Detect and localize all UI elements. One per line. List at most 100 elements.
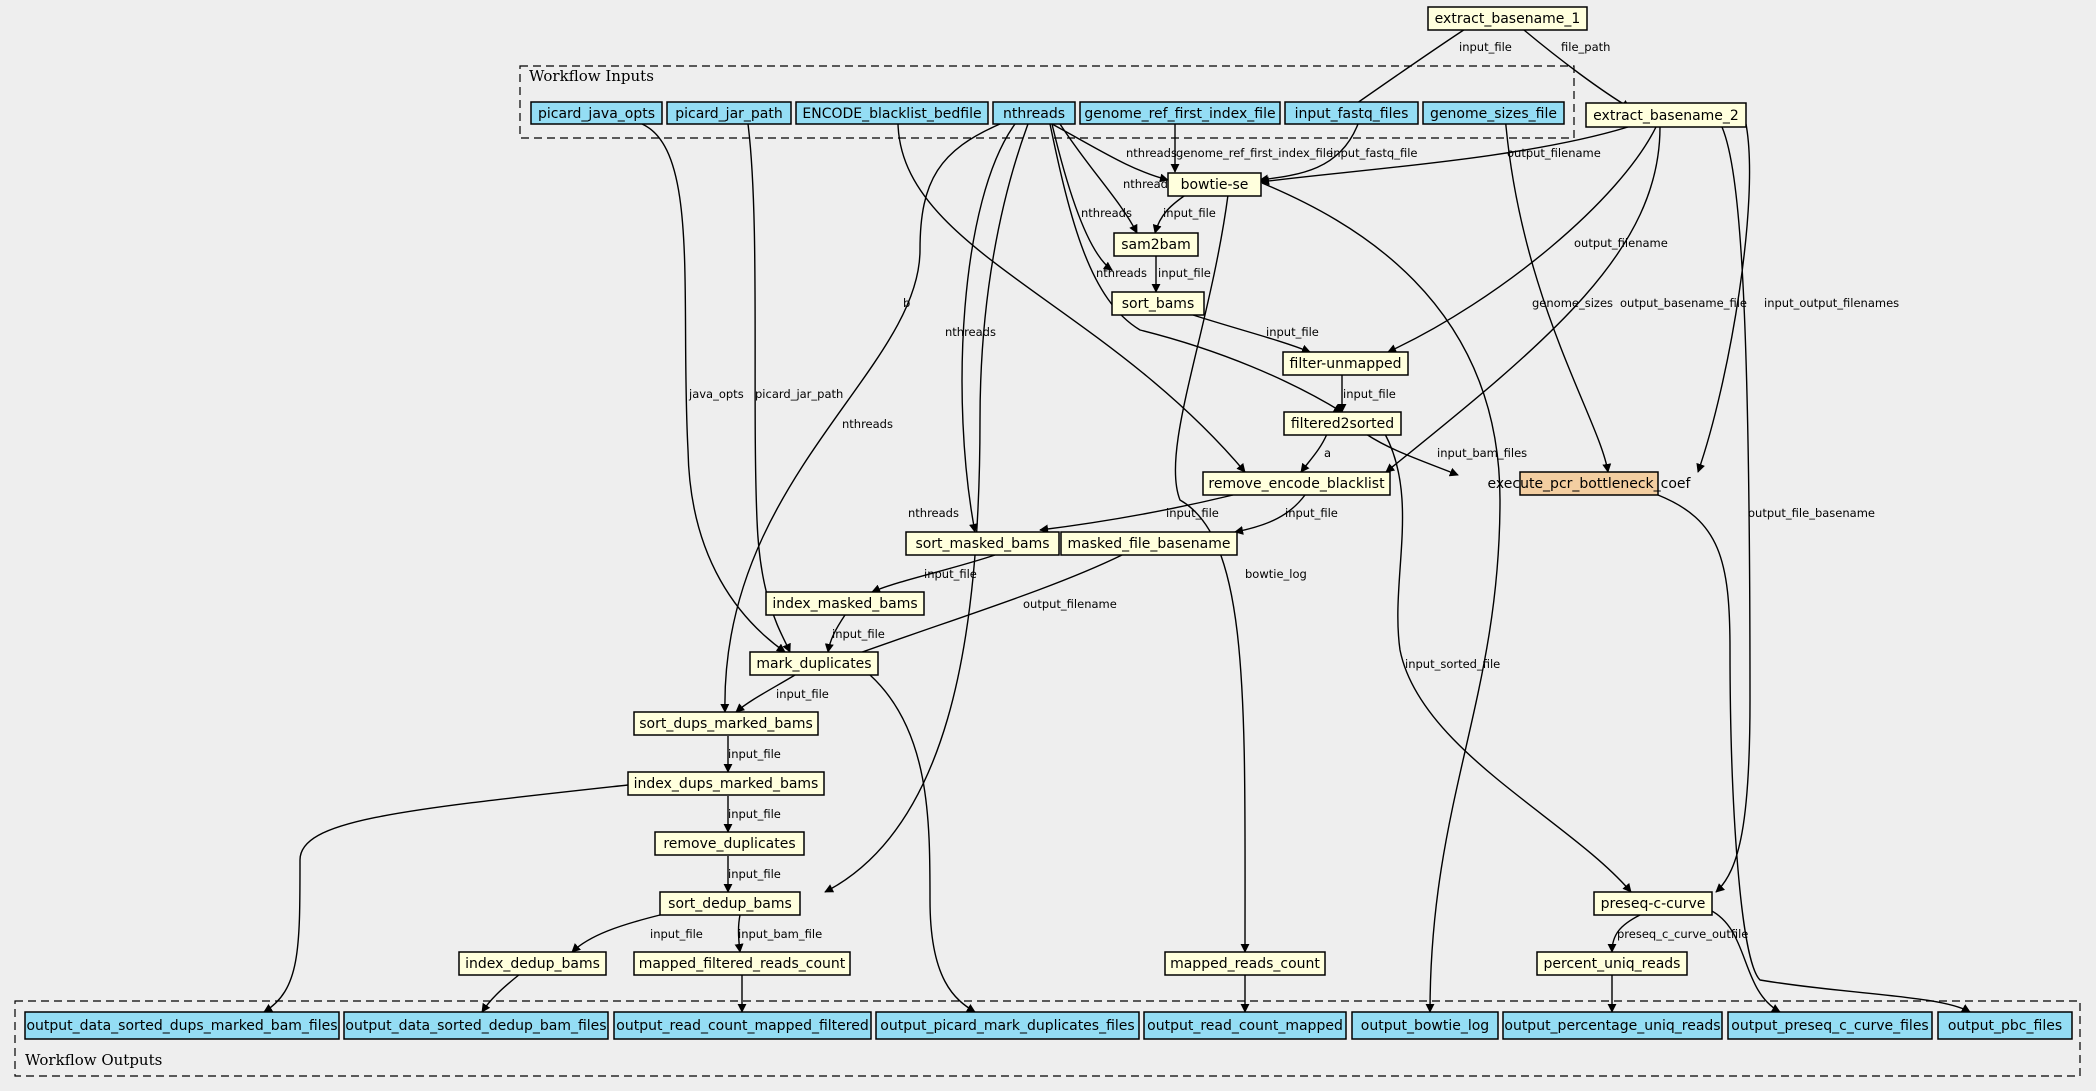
- edge-label: genome_ref_first_index_file: [1176, 146, 1333, 160]
- node-index-masked-bams[interactable]: index_masked_bams: [765, 591, 925, 616]
- edge: [1300, 433, 1328, 473]
- edge: [1260, 126, 1629, 186]
- node-output-preseq-c-curve[interactable]: output_preseq_c_curve_files: [1727, 1011, 1933, 1040]
- node-nthreads[interactable]: nthreads: [992, 101, 1076, 125]
- edge: [1039, 494, 1234, 534]
- node-index-dedup-bams[interactable]: index_dedup_bams: [458, 951, 607, 976]
- node-mapped-filtered-reads-count[interactable]: mapped_filtered_reads_count: [633, 951, 851, 976]
- node-label: index_dedup_bams: [465, 956, 600, 972]
- node-input-fastq[interactable]: input_fastq_files: [1284, 101, 1419, 125]
- edge: [839, 554, 1123, 662]
- edge: [1715, 126, 1751, 893]
- node-execute-pcr-bottleneck-coef[interactable]: execute_pcr_bottleneck_coef: [1488, 471, 1692, 496]
- edge-label: input_file: [650, 927, 703, 941]
- node-output-percentage-uniq-reads[interactable]: output_percentage_uniq_reads: [1502, 1011, 1723, 1040]
- node-label: sort_bams: [1122, 296, 1195, 312]
- edge-label: input_file: [924, 567, 977, 581]
- step-nodes: extract_basename_1 extract_basename_2 bo…: [458, 6, 1747, 976]
- node-label: output_data_sorted_dups_marked_bam_files: [26, 1018, 337, 1034]
- input-nodes: picard_java_opts picard_jar_path ENCODE_…: [530, 101, 1565, 125]
- node-output-sorted-dups-marked[interactable]: output_data_sorted_dups_marked_bam_files: [24, 1011, 340, 1040]
- edge-label: input_bam_file: [738, 927, 822, 941]
- node-label: picard_java_opts: [538, 106, 655, 122]
- node-label: genome_ref_first_index_file: [1084, 106, 1275, 122]
- edge-label: input_file: [1158, 266, 1211, 280]
- node-sam2bam[interactable]: sam2bam: [1113, 232, 1199, 257]
- edge-label: input_file: [832, 627, 885, 641]
- edge-label: output_basename_file: [1620, 296, 1747, 310]
- node-masked-file-basename[interactable]: masked_file_basename: [1060, 531, 1238, 556]
- edge-label: output_filename: [1574, 236, 1668, 250]
- node-filtered2sorted[interactable]: filtered2sorted: [1283, 411, 1402, 436]
- edge: [1261, 182, 1501, 1013]
- node-label: filter-unmapped: [1290, 356, 1402, 372]
- node-label: remove_duplicates: [663, 836, 795, 852]
- edge-label: input_file: [1266, 325, 1319, 339]
- node-index-dups-marked-bams[interactable]: index_dups_marked_bams: [627, 771, 825, 796]
- node-preseq-c-curve[interactable]: preseq-c-curve: [1593, 891, 1713, 916]
- edge: [1339, 21, 1477, 116]
- edge-label: input_output_filenames: [1764, 296, 1899, 310]
- node-filter-unmapped[interactable]: filter-unmapped: [1282, 351, 1409, 376]
- node-label: remove_encode_blacklist: [1208, 476, 1385, 492]
- node-picard-jar-path[interactable]: picard_jar_path: [666, 101, 792, 125]
- node-label: extract_basename_1: [1435, 11, 1581, 27]
- edge-label: input_file: [728, 807, 781, 821]
- node-sort-masked-bams[interactable]: sort_masked_bams: [905, 531, 1060, 556]
- node-remove-duplicates[interactable]: remove_duplicates: [654, 831, 805, 856]
- node-genome-sizes[interactable]: genome_sizes_file: [1422, 101, 1565, 125]
- edge: [1504, 114, 1612, 473]
- edge: [824, 614, 846, 653]
- edge-label: nthreads: [1096, 266, 1147, 280]
- output-nodes: output_data_sorted_dups_marked_bam_files…: [24, 1011, 2073, 1040]
- node-output-read-count-mapped[interactable]: output_read_count_mapped: [1143, 1011, 1347, 1040]
- node-label: output_preseq_c_curve_files: [1731, 1018, 1928, 1034]
- edge: [747, 123, 791, 653]
- edge: [1384, 433, 1632, 893]
- edge-label: input_file: [1166, 506, 1219, 520]
- node-bowtie-se[interactable]: bowtie-se: [1167, 172, 1262, 197]
- edge: [1657, 494, 1971, 1013]
- node-remove-encode-blacklist[interactable]: remove_encode_blacklist: [1202, 471, 1391, 496]
- node-sort-dups-marked-bams[interactable]: sort_dups_marked_bams: [633, 711, 819, 736]
- node-label: sam2bam: [1121, 237, 1191, 253]
- edge: [734, 914, 744, 953]
- node-picard-java-opts[interactable]: picard_java_opts: [530, 101, 663, 125]
- node-mapped-reads-count[interactable]: mapped_reads_count: [1164, 951, 1326, 976]
- edge-label: preseq_c_curve_outfile: [1617, 927, 1748, 941]
- node-extract-basename-1[interactable]: extract_basename_1: [1427, 6, 1588, 31]
- edge-label: output_filename: [1023, 597, 1117, 611]
- node-output-bowtie-log[interactable]: output_bowtie_log: [1351, 1011, 1499, 1040]
- node-label: bowtie-se: [1181, 177, 1249, 193]
- edge-label: nthreads: [1123, 177, 1174, 191]
- node-label: mark_duplicates: [756, 656, 871, 672]
- node-extract-basename-2[interactable]: extract_basename_2: [1585, 102, 1747, 128]
- node-label: sort_dups_marked_bams: [639, 716, 813, 732]
- node-sort-dedup-bams[interactable]: sort_dedup_bams: [659, 891, 801, 916]
- edge-label: input_file: [728, 747, 781, 761]
- node-output-sorted-dedup[interactable]: output_data_sorted_dedup_bam_files: [343, 1011, 609, 1040]
- edge: [897, 123, 1246, 473]
- edge: [1365, 433, 1459, 477]
- edge: [1049, 123, 1343, 413]
- node-output-pbc-files[interactable]: output_pbc_files: [1937, 1011, 2073, 1040]
- node-output-read-count-mapped-filtered[interactable]: output_read_count_mapped_filtered: [613, 1011, 872, 1040]
- node-label: ENCODE_blacklist_bedfile: [802, 106, 981, 122]
- node-label: output_data_sorted_dedup_bam_files: [345, 1018, 606, 1034]
- node-label: preseq-c-curve: [1601, 896, 1706, 912]
- node-label: sort_dedup_bams: [668, 896, 792, 912]
- node-genome-ref[interactable]: genome_ref_first_index_file: [1079, 101, 1281, 125]
- node-sort-bams[interactable]: sort_bams: [1111, 291, 1205, 316]
- edge-label: input_sorted_file: [1405, 657, 1500, 671]
- edge: [1387, 126, 1657, 353]
- node-mark-duplicates[interactable]: mark_duplicates: [749, 651, 879, 676]
- node-output-picard-mark-duplicates[interactable]: output_picard_mark_duplicates_files: [875, 1011, 1140, 1040]
- edge-labels: input_file file_path output_filename inp…: [650, 40, 1899, 941]
- node-label: output_percentage_uniq_reads: [1504, 1018, 1720, 1034]
- node-label: mapped_filtered_reads_count: [639, 956, 846, 972]
- node-label: index_dups_marked_bams: [634, 776, 819, 792]
- node-percent-uniq-reads[interactable]: percent_uniq_reads: [1536, 951, 1688, 976]
- node-label: output_picard_mark_duplicates_files: [880, 1018, 1134, 1034]
- edge: [871, 554, 996, 593]
- node-encode-blacklist[interactable]: ENCODE_blacklist_bedfile: [795, 101, 989, 125]
